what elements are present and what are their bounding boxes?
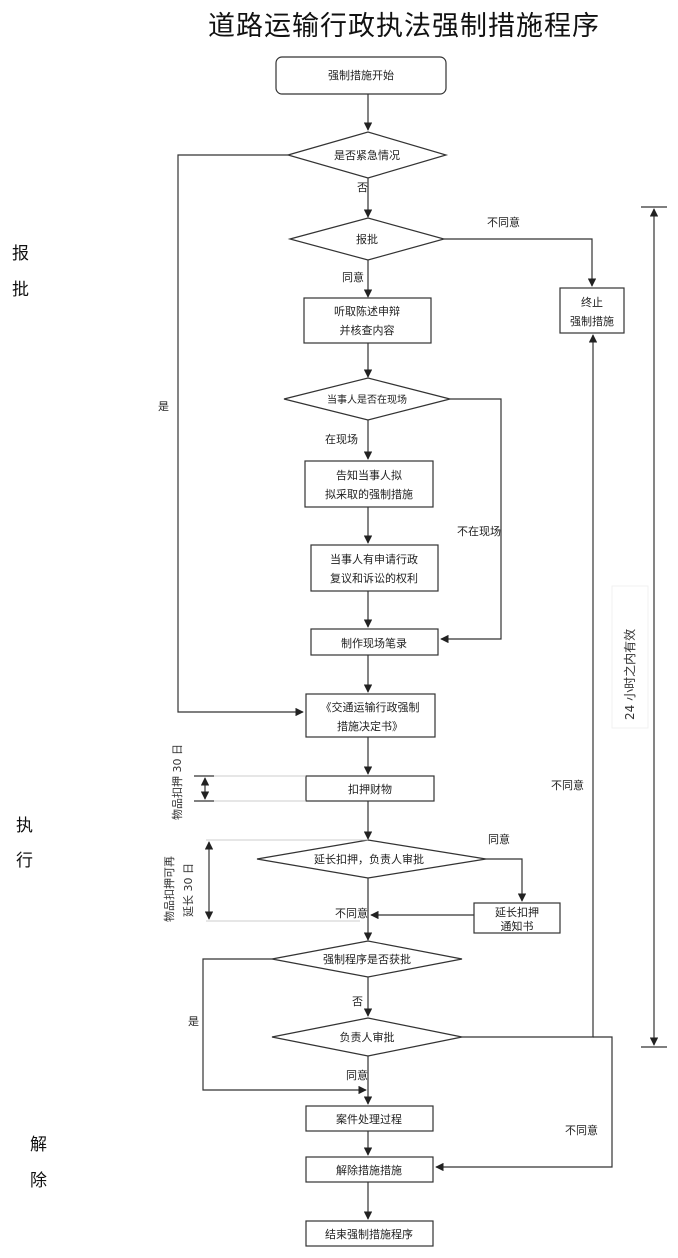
edge-approved-yes (202, 958, 367, 1095)
page-title: 道路运输行政执法强制措施程序 (208, 11, 600, 42)
annotation-extend-30-days-2: 延长 30 日 (182, 863, 195, 917)
label-report-agree: 同意 (342, 270, 364, 284)
label-head-disagree-lower: 不同意 (565, 1123, 598, 1137)
svg-text:是否紧急情况: 是否紧急情况 (334, 148, 400, 162)
phase-release-2: 除 (30, 1171, 47, 1191)
end-node: 结束强制措施程序 (305, 1220, 434, 1247)
start-node: 强制措施开始 (275, 56, 447, 95)
seize-node: 扣押财物 (305, 775, 435, 802)
svg-text:强制措施: 强制措施 (570, 314, 614, 328)
svg-text:《交通运输行政强制: 《交通运输行政强制 (321, 700, 420, 714)
svg-text:报批: 报批 (356, 232, 378, 246)
svg-text:终止: 终止 (581, 295, 603, 309)
svg-text:强制程序是否获批: 强制程序是否获批 (323, 952, 411, 966)
label-urgent-no: 否 (357, 181, 368, 194)
decision-document-node: 《交通运输行政强制 措施决定书》 (305, 693, 436, 738)
edge-head-to-release (435, 1036, 613, 1172)
edge-report-disagree (444, 238, 597, 287)
urgent-decision: 是否紧急情况 (285, 131, 449, 179)
inform-node: 告知当事人拟 拟采取的强制措施 (304, 460, 434, 508)
label-urgent-yes: 是 (158, 400, 169, 413)
annotation-seize-30-days: 物品扣押 30 日 (170, 744, 184, 820)
process-node: 案件处理过程 (305, 1105, 434, 1132)
svg-text:延长扣押，负责人审批: 延长扣押，负责人审批 (314, 852, 424, 866)
svg-text:制作现场笔录: 制作现场笔录 (341, 636, 407, 650)
extend-decision: 延长扣押，负责人审批 (256, 839, 487, 879)
svg-text:负责人审批: 负责人审批 (340, 1030, 395, 1044)
phase-report-2: 批 (12, 280, 29, 300)
label-head-agree: 同意 (346, 1068, 368, 1082)
label-report-disagree: 不同意 (487, 215, 520, 229)
edge-extend-agree (486, 858, 527, 902)
label-approved-no: 否 (352, 995, 363, 1008)
phase-execute-1: 执 (16, 816, 33, 836)
annotation-24h-valid: 24 小时之内有效 (622, 629, 637, 720)
svg-text:复议和诉讼的权利: 复议和诉讼的权利 (330, 571, 418, 585)
svg-text:解除措施措施: 解除措施措施 (336, 1163, 402, 1177)
phase-release-1: 解 (30, 1135, 47, 1155)
label-on-site: 在现场 (325, 432, 358, 446)
label-off-site: 不在现场 (457, 524, 501, 538)
svg-text:当事人有申请行政: 当事人有申请行政 (330, 552, 418, 566)
rights-node: 当事人有申请行政 复议和诉讼的权利 (310, 544, 439, 592)
svg-text:听取陈述申辩: 听取陈述申辩 (334, 304, 400, 318)
terminate-node: 终止 强制措施 (559, 287, 625, 334)
svg-text:结束强制措施程序: 结束强制措施程序 (325, 1227, 413, 1241)
record-node: 制作现场笔录 (310, 628, 439, 656)
label-extend-disagree: 不同意 (335, 906, 368, 920)
svg-text:措施决定书》: 措施决定书》 (337, 719, 403, 733)
phase-report-1: 报 (12, 244, 29, 264)
svg-text:案件处理过程: 案件处理过程 (336, 1112, 402, 1126)
hear-node: 听取陈述申辩 并核查内容 (303, 297, 432, 344)
svg-text:延长扣押: 延长扣押 (495, 905, 539, 919)
svg-text:扣押财物: 扣押财物 (348, 782, 392, 796)
annotation-extend-30-days-1: 物品扣押可再 (162, 856, 176, 922)
validity-label-box (611, 585, 649, 729)
report-approve-decision: 报批 (287, 217, 447, 261)
approved-decision: 强制程序是否获批 (271, 940, 463, 978)
extend-notice-node: 延长扣押 通知书 (473, 902, 561, 934)
head-approve-decision: 负责人审批 (271, 1017, 463, 1057)
svg-text:并核查内容: 并核查内容 (340, 323, 395, 337)
svg-text:当事人是否在现场: 当事人是否在现场 (327, 393, 407, 406)
svg-text:通知书: 通知书 (501, 919, 534, 933)
edge-urgent-yes (177, 154, 304, 717)
label-head-disagree-upper: 不同意 (551, 778, 584, 792)
release-node: 解除措施措施 (305, 1156, 434, 1183)
svg-text:拟采取的强制措施: 拟采取的强制措施 (325, 487, 413, 501)
label-approved-yes: 是 (188, 1015, 199, 1028)
svg-text:强制措施开始: 强制措施开始 (328, 68, 394, 82)
present-decision: 当事人是否在现场 (283, 377, 451, 421)
svg-text:告知当事人拟: 告知当事人拟 (336, 468, 402, 482)
edge-present-off (440, 398, 502, 644)
label-extend-agree: 同意 (488, 832, 510, 846)
phase-execute-2: 行 (16, 851, 33, 871)
